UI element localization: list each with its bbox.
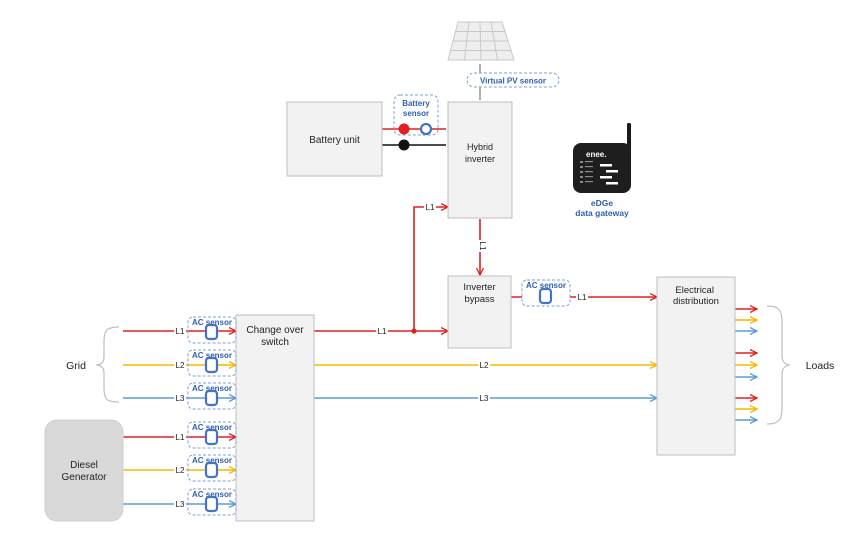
- electrical-distribution-box: [656, 276, 736, 456]
- ac-sensor-label: AC sensor: [192, 456, 232, 465]
- bypass-out-label: L1: [578, 293, 587, 302]
- ac-sensor-label: AC sensor: [526, 281, 566, 290]
- inverter-out-label: L1: [478, 242, 487, 251]
- grid-l2-label: L2: [176, 361, 185, 370]
- gateway-device-icon: enee.: [573, 123, 631, 193]
- battery-sensor-label-1: Battery: [402, 99, 430, 108]
- change-over-switch-box: [235, 314, 315, 522]
- gateway-brand: enee.: [586, 150, 606, 159]
- ac-sensor-label: AC sensor: [192, 423, 232, 432]
- inverter-feed-label: L1: [426, 203, 435, 212]
- inverter-bypass-box: [447, 275, 512, 349]
- electrical-distribution-label: Electrical distribution: [673, 285, 719, 307]
- gateway-subtitle: data gateway: [575, 208, 629, 218]
- grid-l3-label: L3: [176, 394, 185, 403]
- grid-label: Grid: [66, 360, 86, 372]
- switch-l1-label: L1: [378, 327, 387, 336]
- switch-l3-label: L3: [480, 394, 489, 403]
- inverter-feed-wire: [413, 207, 448, 331]
- ac-sensor-gen-l3: AC sensor: [187, 488, 237, 516]
- hybrid-inverter-label-1: Hybrid: [467, 142, 493, 152]
- electrical-distribution-label-line2: distribution: [673, 296, 719, 307]
- virtual-pv-sensor-box: [466, 72, 560, 88]
- hybrid-inverter-label-2: inverter: [465, 154, 495, 164]
- ac-sensor-label: AC sensor: [192, 490, 232, 499]
- battery-sensor-box: [393, 94, 439, 136]
- battery-sensor-clamp: [419, 122, 433, 136]
- battery-negative-terminal: [398, 139, 410, 151]
- switch-l2-label: L2: [480, 361, 489, 370]
- ac-sensor-label: AC sensor: [192, 318, 232, 327]
- ac-sensor-grid-l2: AC sensor: [187, 349, 237, 377]
- battery-unit-label: Battery unit: [309, 135, 360, 146]
- diesel-generator-label-2: Generator: [61, 472, 107, 483]
- electrical-distribution-label-line1: Electrical: [675, 285, 714, 296]
- junction-dot: [411, 328, 417, 334]
- virtual-pv-sensor-label: Virtual PV sensor: [480, 77, 546, 86]
- diesel-generator-box: [44, 419, 124, 522]
- grid-l1-label: L1: [176, 327, 185, 336]
- gateway-name: eDGe: [591, 198, 613, 208]
- ac-sensor-grid-l1: AC sensor: [187, 316, 237, 344]
- change-over-switch-label-2: switch: [261, 337, 289, 348]
- ac-sensor-grid-l3: AC sensor: [187, 382, 237, 410]
- ac-sensor-gen-l2: AC sensor: [187, 454, 237, 482]
- change-over-switch-label-1: Change over: [246, 325, 304, 336]
- inverter-bypass-label-1: Inverter: [463, 282, 495, 293]
- line-labels: L1 L2 L3 L1 L2 L3 L1 L2 L3 L1 L1 L1: [174, 202, 588, 509]
- hybrid-inverter-box: [447, 101, 513, 219]
- ac-sensor-label: AC sensor: [192, 384, 232, 393]
- grid-brace: [95, 326, 120, 403]
- battery-positive-terminal: [398, 123, 410, 135]
- solar-panel-icon: [447, 21, 515, 61]
- gen-l1-label: L1: [176, 433, 185, 442]
- ac-sensor-bypass-l1: AC sensor: [521, 279, 571, 307]
- diesel-generator-label-1: Diesel: [70, 460, 98, 471]
- ac-sensor-label: AC sensor: [192, 351, 232, 360]
- loads-label: Loads: [806, 360, 835, 372]
- loads-brace: [766, 305, 791, 425]
- battery-sensor-label-2: sensor: [403, 109, 429, 118]
- gen-l2-label: L2: [176, 466, 185, 475]
- battery-unit-box: [286, 101, 383, 177]
- inverter-bypass-label-2: bypass: [464, 294, 494, 305]
- ac-sensor-gen-l1: AC sensor: [187, 421, 237, 449]
- gen-l3-label: L3: [176, 500, 185, 509]
